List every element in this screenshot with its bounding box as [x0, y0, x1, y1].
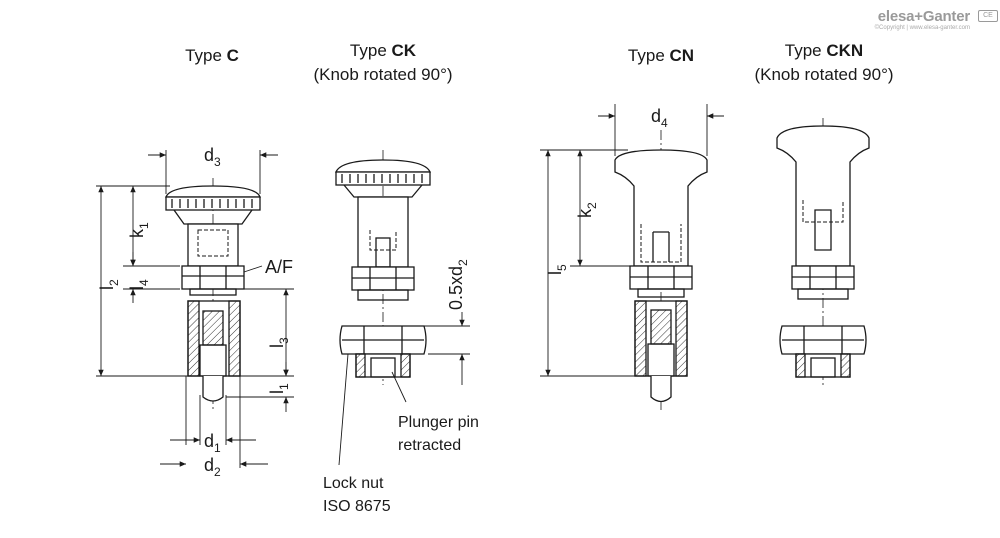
- callout-locknut-line1: Lock nut: [323, 475, 384, 492]
- title-type-cn: Type CN: [628, 46, 694, 65]
- dim-l4: l4: [127, 279, 151, 290]
- dim-d2: d2: [204, 455, 221, 479]
- type-ck-dimensions: [338, 312, 470, 466]
- dim-k2: k2: [575, 202, 599, 218]
- dim-d1: d1: [204, 431, 221, 455]
- dim-k1: k1: [127, 222, 151, 238]
- note-type-ckn: (Knob rotated 90°): [754, 65, 893, 84]
- type-ckn-drawing: [776, 118, 870, 385]
- type-c-drawing: [165, 178, 261, 412]
- dim-l2: l2: [97, 279, 121, 290]
- dim-d3: d3: [204, 145, 221, 169]
- dim-d4: d4: [651, 106, 668, 130]
- dim-af: A/F: [265, 257, 293, 277]
- title-type-ckn: Type CKN: [785, 41, 863, 60]
- callout-locknut-line2: ISO 8675: [323, 498, 391, 515]
- note-type-ck: (Knob rotated 90°): [313, 65, 452, 84]
- callout-plunger-line2: retracted: [398, 437, 461, 454]
- brand-copyright: ©Copyright | www.elesa-ganter.com: [874, 25, 970, 31]
- dim-l3: l3: [267, 337, 291, 348]
- callout-plunger-line1: Plunger pin: [398, 414, 479, 431]
- type-c-dimensions: [96, 150, 294, 468]
- brand-name: elesa+Ganter: [877, 8, 970, 25]
- dim-l1: l1: [267, 383, 291, 394]
- title-type-ck: Type CK: [350, 41, 417, 60]
- type-cn-dimensions: [540, 104, 724, 377]
- dim-half-d2: 0.5xd2: [446, 259, 470, 310]
- title-type-c: Type C: [185, 46, 239, 65]
- ce-mark: CE: [978, 10, 998, 22]
- type-cn-drawing: [614, 130, 708, 410]
- dim-l5: l5: [545, 264, 569, 275]
- type-ck-drawing: [335, 150, 431, 385]
- brand-logo: elesa+Ganter ©Copyright | www.elesa-gant…: [874, 8, 971, 31]
